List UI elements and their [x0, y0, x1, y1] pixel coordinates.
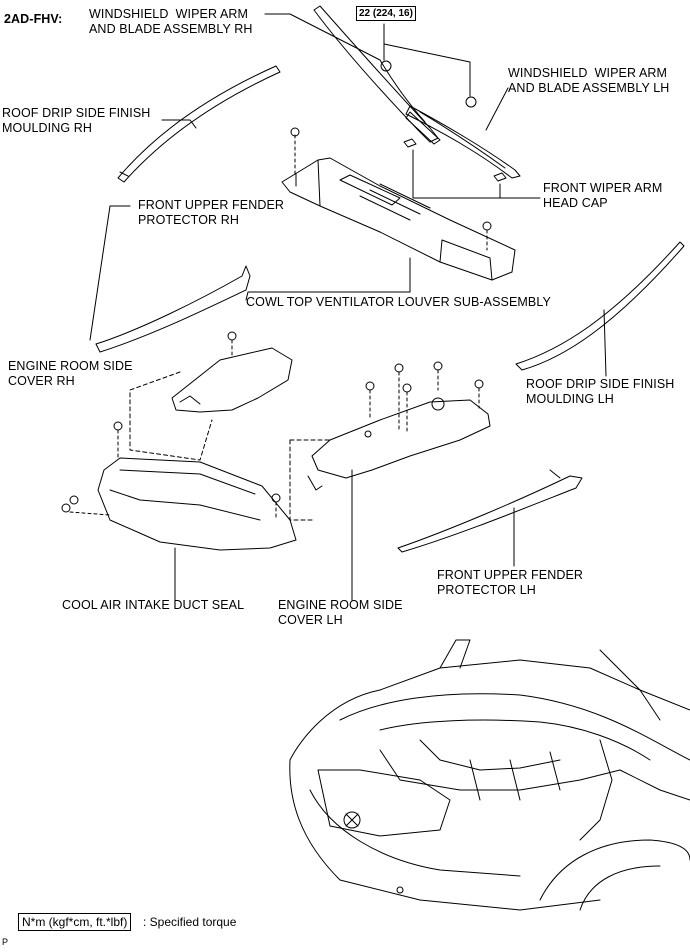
cowl-louver-part	[281, 127, 516, 281]
roof-drip-rh-label-line2: MOULDING RH	[2, 121, 92, 135]
roof-drip-moulding-lh-part	[515, 241, 685, 377]
fender-rh-label-line2: PROTECTOR RH	[138, 213, 239, 227]
roof-drip-rh-label-line1: ROOF DRIP SIDE FINISH	[2, 106, 151, 120]
wiper-lh-label-line1: WINDSHIELD WIPER ARM	[508, 66, 668, 80]
wiper-arm-lh-part	[405, 96, 521, 179]
engine-cover-lh-label-line1: ENGINE ROOM SIDE	[278, 598, 403, 612]
wiper-lh-label-line2: AND BLADE ASSEMBLY LH	[508, 81, 670, 95]
wiper-cap-label-line2: HEAD CAP	[543, 196, 608, 210]
wiper-rh-label-line1: WINDSHIELD WIPER ARM	[89, 7, 249, 21]
wiper-rh-label-line2: AND BLADE ASSEMBLY RH	[89, 22, 253, 36]
engine-cover-lh-label-line2: COVER LH	[278, 613, 343, 627]
torque-legend-box: N*m (kgf*cm, ft.*lbf)	[18, 913, 132, 931]
fender-protector-lh-part	[397, 469, 583, 567]
vehicle-outline	[289, 639, 690, 911]
torque-spec-box: 22 (224, 16)	[356, 6, 416, 21]
fender-rh-label-line1: FRONT UPPER FENDER	[138, 198, 285, 212]
engine-cover-lh-part	[289, 361, 491, 521]
duct-seal-part	[61, 421, 297, 551]
engine-cover-rh-label-line1: ENGINE ROOM SIDE	[8, 359, 133, 373]
wiper-cap-2	[493, 172, 507, 182]
fender-protector-rh-part	[89, 205, 251, 353]
roof-drip-lh-label-line1: ROOF DRIP SIDE FINISH	[526, 377, 675, 391]
fender-lh-label-line2: PROTECTOR LH	[437, 583, 536, 597]
duct-seal-label: COOL AIR INTAKE DUCT SEAL	[62, 598, 245, 612]
engine-cover-rh-label-line2: COVER RH	[8, 374, 75, 388]
roof-drip-moulding-rh-part	[117, 65, 281, 183]
wiper-arm-rh-part	[313, 5, 441, 145]
wiper-cap-1	[403, 138, 417, 148]
corner-mark: P	[2, 937, 9, 947]
model-code-label: 2AD-FHV:	[4, 12, 63, 26]
engine-cover-rh-part	[129, 331, 293, 461]
wiper-cap-label-line1: FRONT WIPER ARM	[543, 181, 663, 195]
roof-drip-lh-label-line2: MOULDING LH	[526, 392, 614, 406]
fender-lh-label-line1: FRONT UPPER FENDER	[437, 568, 584, 582]
cowl-louver-label: COWL TOP VENTILATOR LOUVER SUB-ASSEMBLY	[246, 295, 551, 309]
torque-legend-text: : Specified torque	[143, 915, 237, 929]
